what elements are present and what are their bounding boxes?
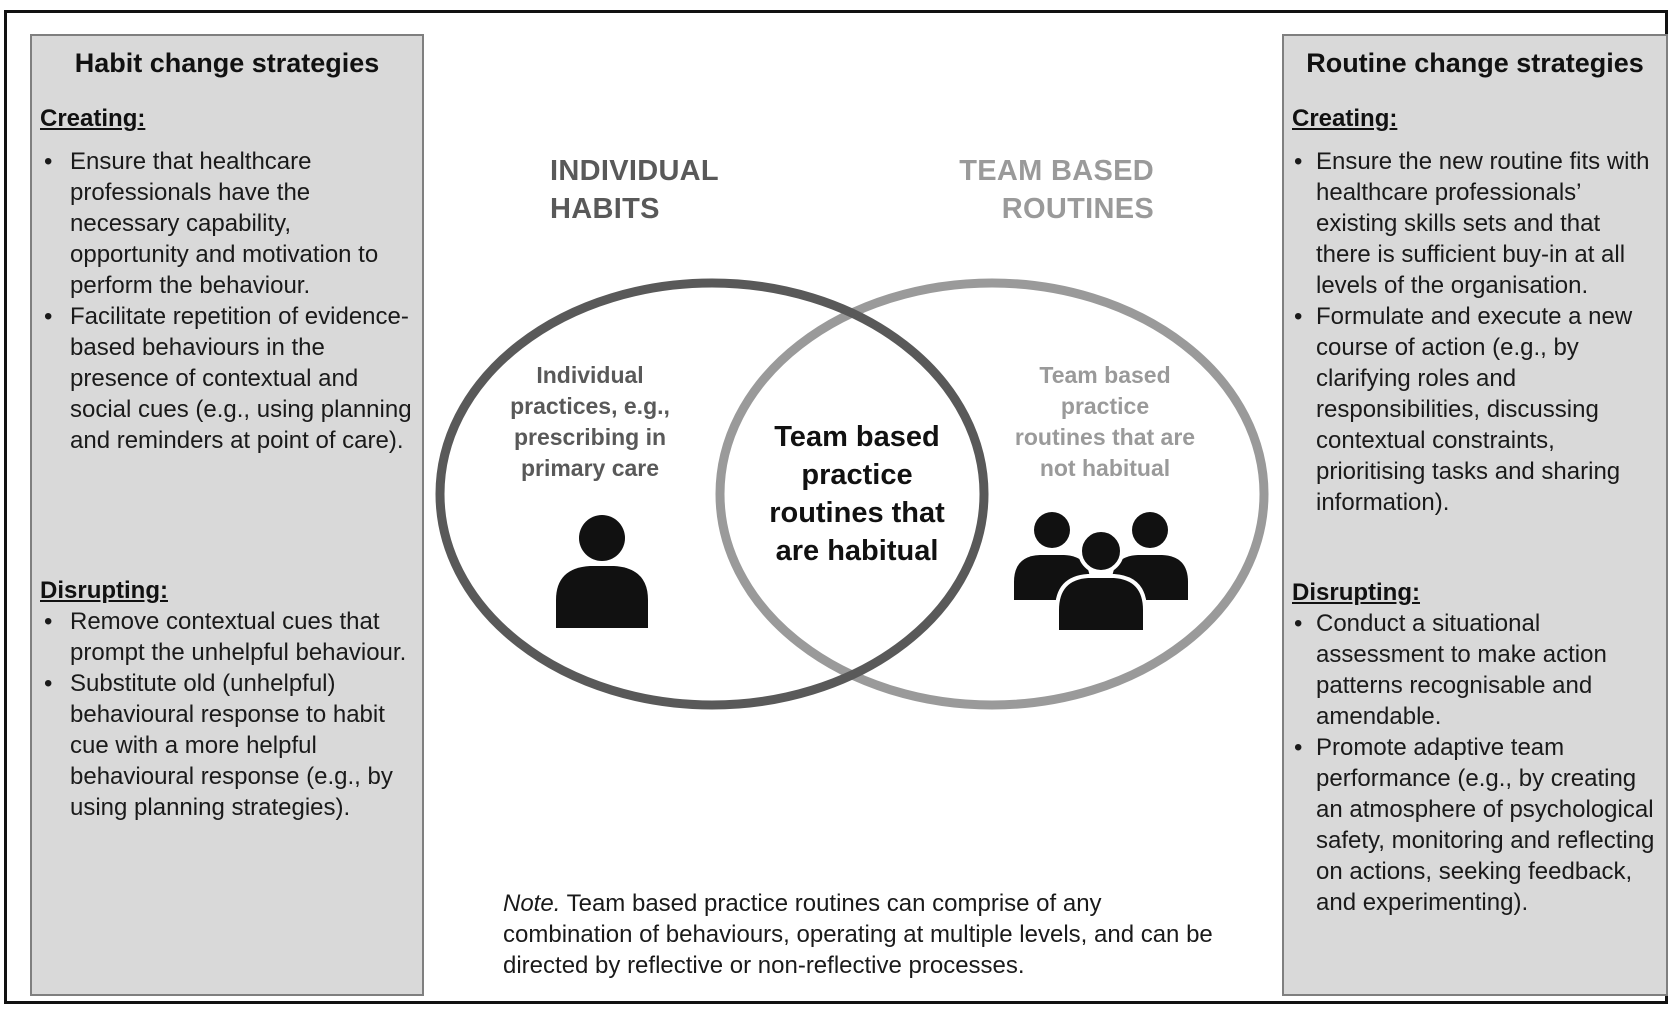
- routine-disrupting-heading: Disrupting:: [1292, 579, 1420, 606]
- list-item: Remove contextual cues that prompt the u…: [40, 606, 414, 668]
- list-item: Ensure that healthcare professionals hav…: [40, 146, 414, 301]
- habit-strategies-title: Habit change strategies: [74, 48, 380, 78]
- team-routines-heading: TEAM BASED ROUTINES: [920, 152, 1154, 228]
- label-line: prescribing in: [513, 424, 667, 450]
- list-item: Conduct a situational assessment to make…: [1292, 608, 1658, 732]
- routine-disrupting-list: Conduct a situational assessment to make…: [1292, 608, 1658, 918]
- list-item: Ensure the new routine fits with healthc…: [1292, 146, 1658, 301]
- habit-disrupting-list: Remove contextual cues that prompt the u…: [40, 606, 414, 823]
- habit-strategies-panel: Habit change strategies Creating: Ensure…: [30, 34, 424, 996]
- individual-habits-heading: INDIVIDUAL HABITS: [550, 152, 719, 228]
- routine-strategies-title: Routine change strategies: [1306, 48, 1644, 78]
- label-line: practice: [801, 459, 913, 491]
- individual-habits-circle: [435, 278, 989, 710]
- heading-line: TEAM BASED: [959, 155, 1154, 187]
- group-icon: [1014, 512, 1188, 634]
- list-item: Promote adaptive team performance (e.g.,…: [1292, 732, 1658, 918]
- team-routines-circle: [715, 278, 1269, 710]
- label-line: Team based: [1039, 362, 1171, 388]
- note-text: Team based practice routines can compris…: [503, 890, 1213, 979]
- heading-line: INDIVIDUAL: [550, 155, 719, 187]
- figure-note: Note. Team based practice routines can c…: [503, 888, 1223, 981]
- habit-creating-list: Ensure that healthcare professionals hav…: [40, 146, 414, 456]
- label-line: are habitual: [775, 535, 939, 567]
- label-line: Team based: [774, 421, 940, 453]
- heading-line: ROUTINES: [1001, 193, 1154, 225]
- label-line: routines that are: [1014, 424, 1196, 450]
- habit-creating-heading: Creating:: [40, 105, 146, 132]
- habit-disrupting-heading: Disrupting:: [40, 577, 168, 604]
- list-item: Facilitate repetition of evidence-based …: [40, 301, 414, 456]
- label-line: routines that: [769, 497, 945, 529]
- heading-line: HABITS: [550, 193, 660, 225]
- habitual-routines-label: Team based practice routines that are ha…: [742, 418, 972, 570]
- routine-creating-heading: Creating:: [1292, 105, 1398, 132]
- label-line: practice: [1060, 393, 1150, 419]
- person-icon: [556, 515, 648, 628]
- label-line: not habitual: [1039, 455, 1171, 481]
- note-label: Note.: [503, 890, 561, 917]
- team-routines-label: Team based practice routines that are no…: [995, 360, 1215, 484]
- label-line: primary care: [520, 455, 660, 481]
- routine-creating-list: Ensure the new routine fits with healthc…: [1292, 146, 1658, 518]
- individual-practices-label: Individual practices, e.g., prescribing …: [470, 360, 710, 484]
- list-item: Formulate and execute a new course of ac…: [1292, 301, 1658, 518]
- routine-strategies-panel: Routine change strategies Creating: Ensu…: [1282, 34, 1668, 996]
- label-line: Individual: [536, 362, 644, 388]
- label-line: practices, e.g.,: [510, 393, 670, 419]
- list-item: Substitute old (unhelpful) behavioural r…: [40, 668, 414, 823]
